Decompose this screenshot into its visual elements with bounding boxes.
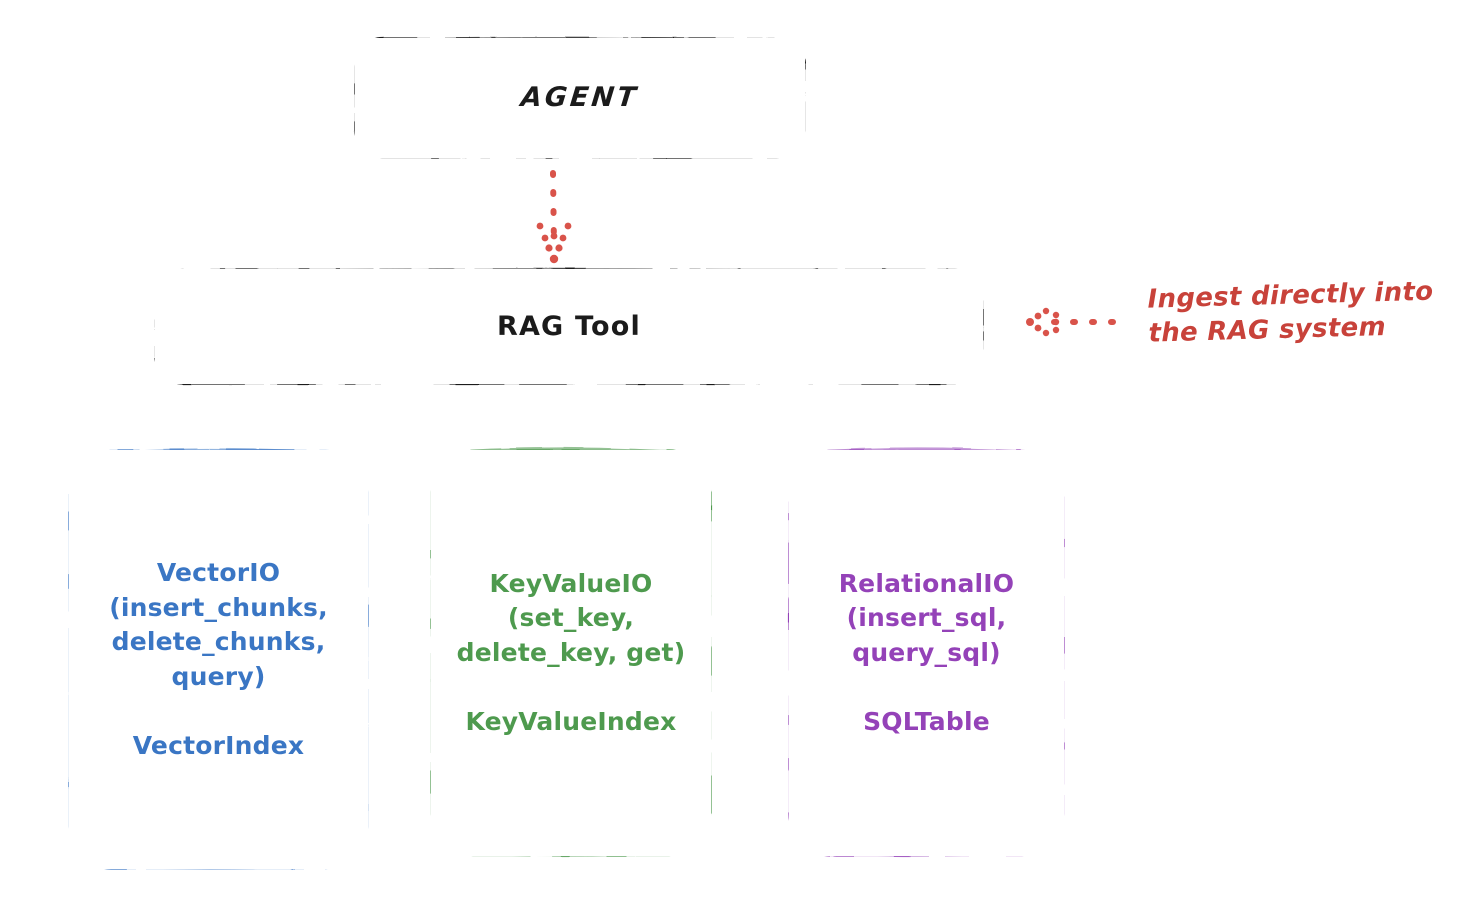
relational-io-node[interactable]: RelationalIO (insert_sql, query_sql) SQL… (789, 450, 1064, 856)
agent-to-rag-tool-arrow (536, 170, 572, 264)
rag-tool-label: RAG Tool (496, 310, 642, 342)
relational-io-label: RelationalIO (insert_sql, query_sql) SQL… (838, 568, 1015, 736)
ingest-annotation: Ingest directly into the RAG system (1147, 276, 1434, 349)
rag-tool-node[interactable]: RAG Tool (155, 269, 983, 384)
vector-io-node[interactable]: VectorIO (insert_chunks, delete_chunks, … (69, 450, 368, 869)
vector-io-label: VectorIO (insert_chunks, delete_chunks, … (109, 558, 328, 760)
key-value-io-node[interactable]: KeyValueIO (set_key, delete_key, get) Ke… (431, 450, 711, 856)
ingest-to-rag-tool-arrow (1026, 307, 1127, 337)
key-value-io-label: KeyValueIO (set_key, delete_key, get) Ke… (456, 568, 686, 736)
agent-node[interactable]: AGENT (355, 38, 805, 158)
agent-label: AGENT (519, 82, 641, 114)
